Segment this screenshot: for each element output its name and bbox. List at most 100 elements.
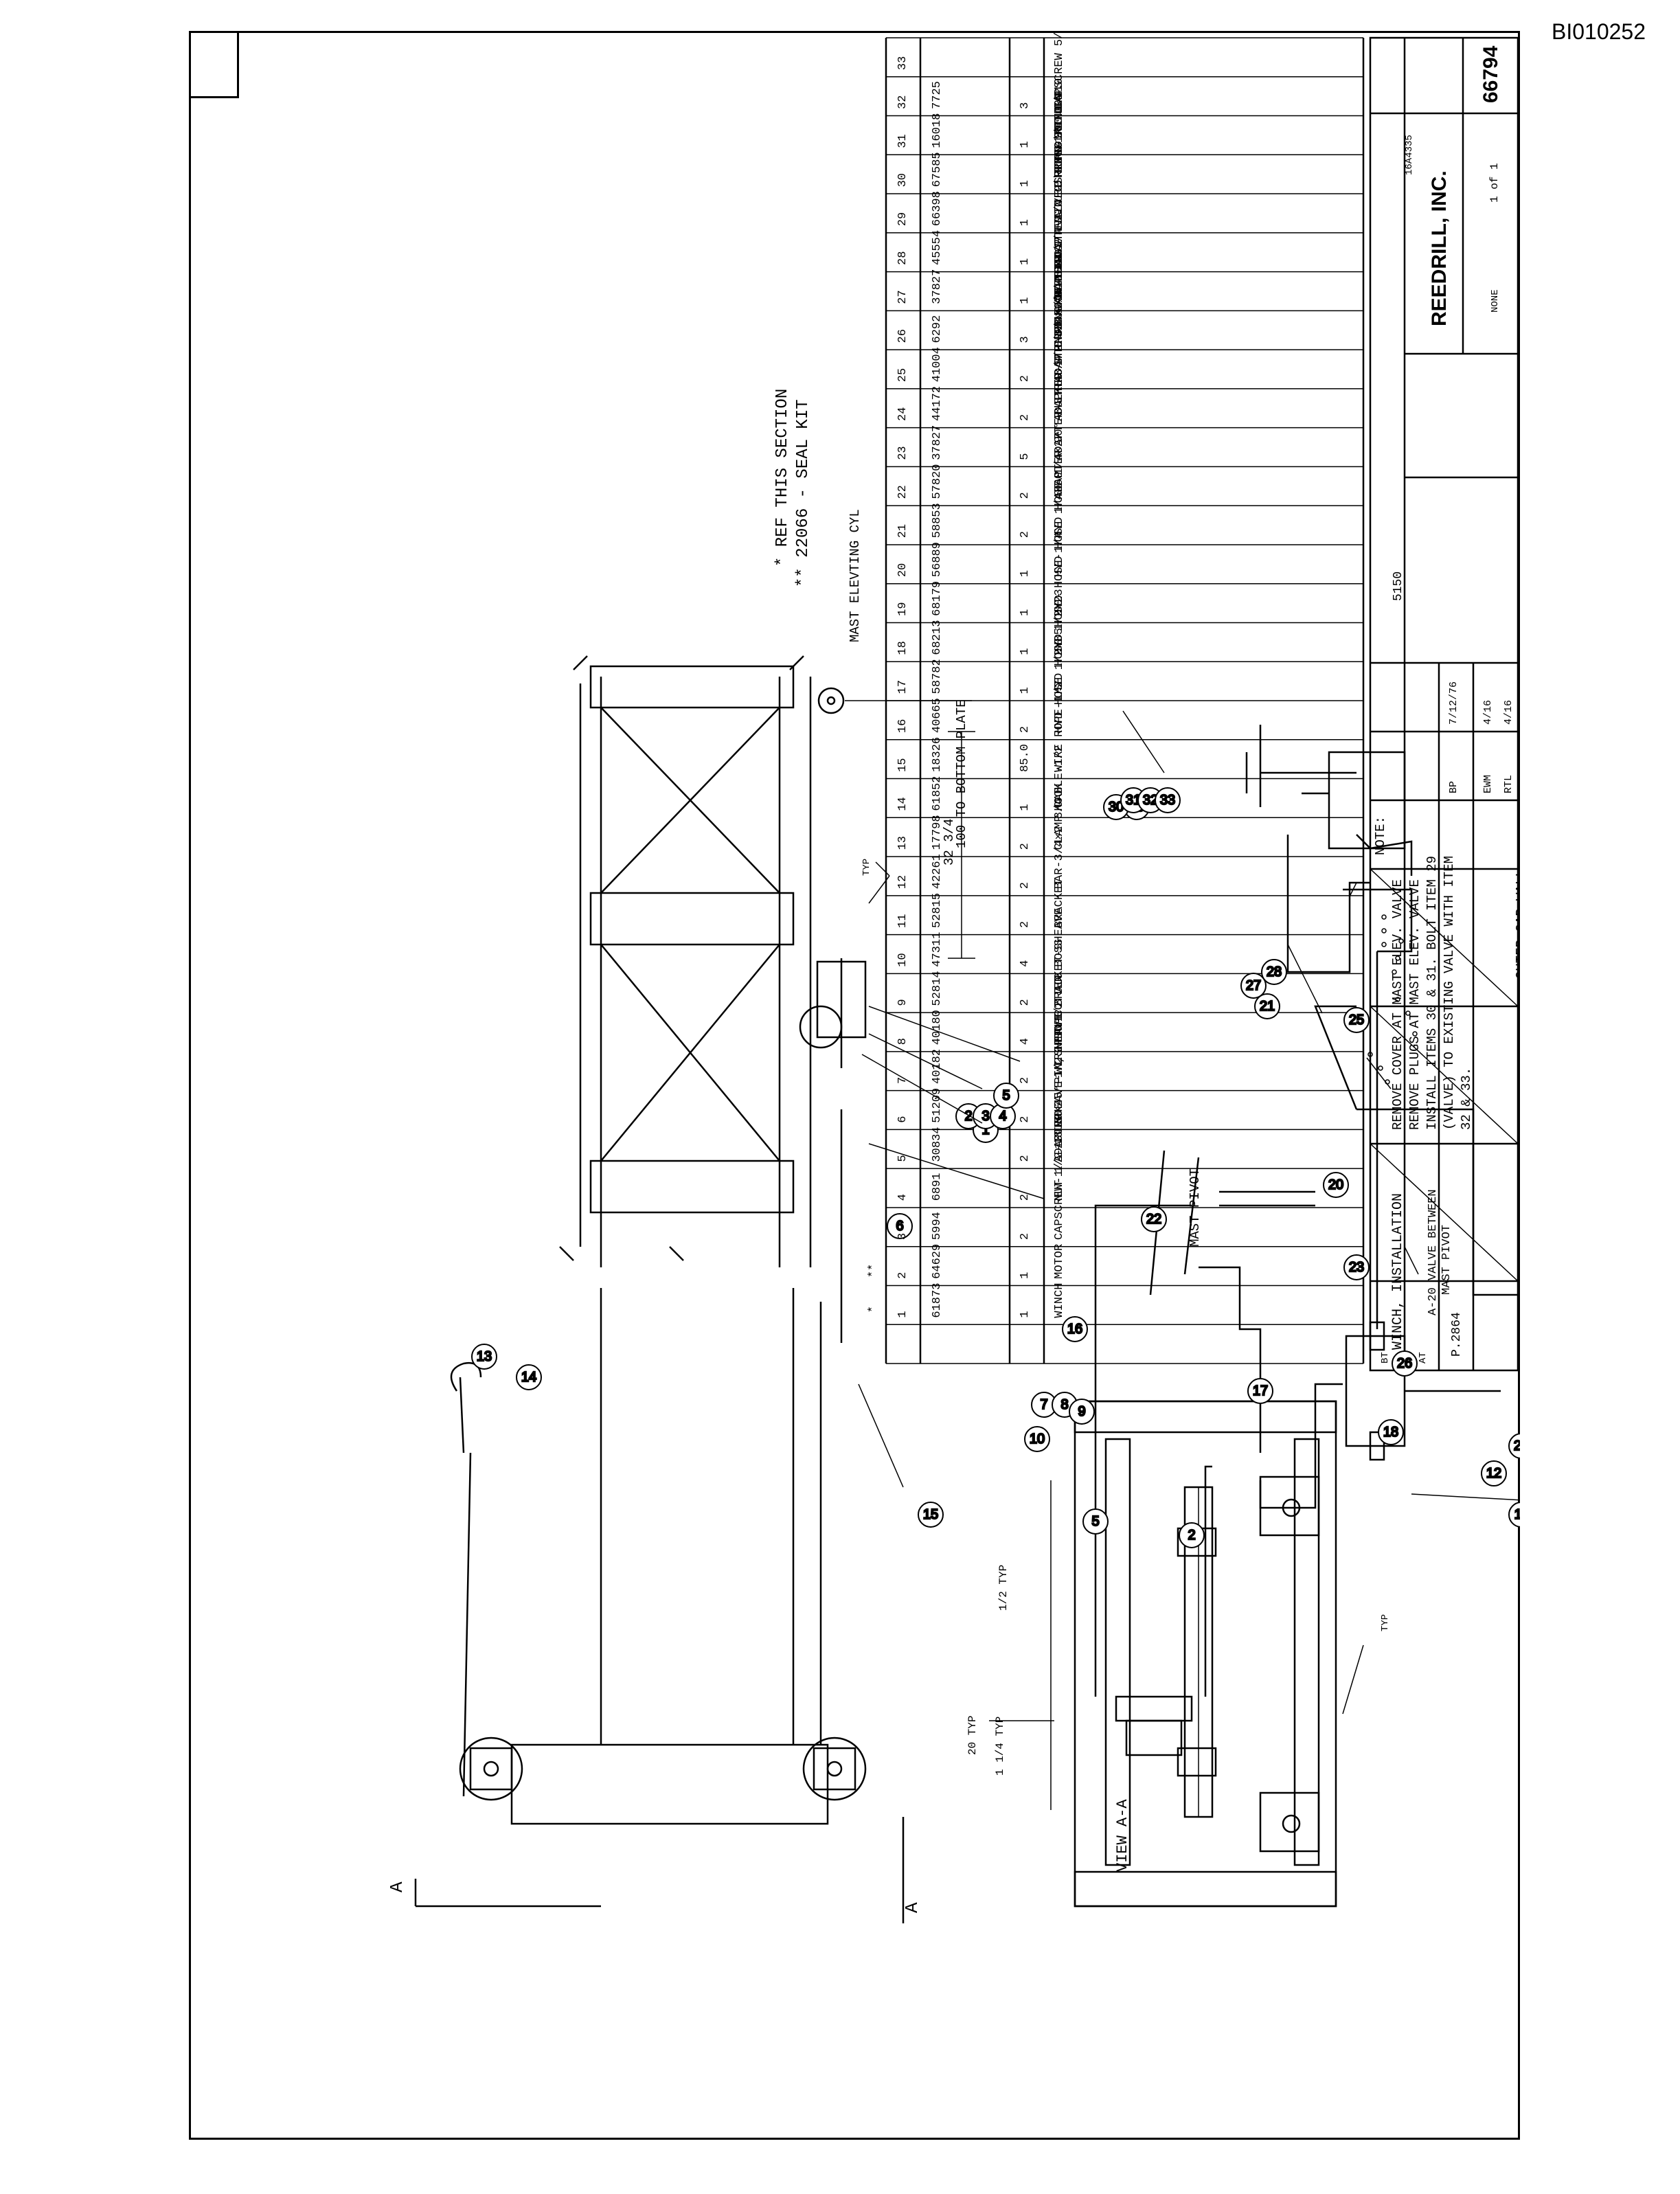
callout-number: 14 bbox=[521, 1370, 536, 1385]
callout-number: 25 bbox=[1349, 1013, 1364, 1028]
callout-number: 33 bbox=[1160, 793, 1175, 808]
note-line-5: 32 & 33. bbox=[1459, 1067, 1474, 1130]
view-aa-label: VIEW A-A bbox=[1114, 1799, 1131, 1872]
callout-number: 2 bbox=[964, 1109, 972, 1124]
bom-description: VALVE-SPRING RETURN bbox=[1053, 93, 1066, 226]
bom-description: ADAPTER-STR-3/4 O'RING×1/2 JIC bbox=[1053, 211, 1066, 421]
bom-item-number: 33 bbox=[896, 56, 909, 70]
bom-description: CAPSCREW 5/16-18UNC×3 bbox=[1053, 31, 1066, 109]
dim-20-label: 20 TYP bbox=[966, 1715, 979, 1755]
bom-description: NUT-5/16-18UNC bbox=[1053, 245, 1066, 343]
callout-11: 11 bbox=[1508, 1502, 1520, 1528]
callout-number: 17 bbox=[1253, 1383, 1268, 1399]
bom-item-number: 8 bbox=[896, 1038, 909, 1045]
callout-6: 6 bbox=[887, 1213, 913, 1239]
bom-quantity: 2 bbox=[1019, 375, 1032, 382]
bom-description: WIRE ROPE-1/2 bbox=[1053, 681, 1066, 772]
bom-item-number: 11 bbox=[896, 914, 909, 928]
bom-description: CLAMP CABLE-1/2 bbox=[1053, 745, 1066, 850]
callout-number: 13 bbox=[477, 1349, 492, 1364]
at-label: AT bbox=[1418, 1352, 1429, 1364]
callout-number: 20 bbox=[1328, 1177, 1343, 1192]
bom-item-number: 6 bbox=[896, 1116, 909, 1123]
bom-description: ADAPTER 90°-BULKHD 1/2 JIC×1/4 JIC bbox=[1053, 261, 1066, 499]
bom-star-mark-single: * bbox=[867, 1306, 880, 1313]
callout-number: 3 bbox=[981, 1109, 989, 1124]
bom-description: HOOK bbox=[1053, 782, 1066, 811]
callout-number: 12 bbox=[1486, 1466, 1501, 1481]
bom-part-number: 56889 bbox=[931, 542, 944, 577]
callout-number: 27 bbox=[1246, 978, 1261, 993]
ref-line-2: ** 22066 - SEAL KIT bbox=[794, 399, 813, 587]
callout-18: 18 bbox=[1378, 1419, 1404, 1445]
bom-description: PIN-COTTER bbox=[1053, 975, 1066, 1045]
drawing-canvas: 1234567891011121314151617181920212223242… bbox=[387, 31, 1520, 1923]
bom-quantity: 2 bbox=[1019, 531, 1032, 538]
bom-item-number: 19 bbox=[896, 602, 909, 615]
bom-part-number: 67585 bbox=[931, 152, 944, 187]
callout-25: 25 bbox=[1343, 1007, 1370, 1033]
bom-part-number: 64629 bbox=[931, 1244, 944, 1279]
rev-date-3: 4/16 bbox=[1503, 700, 1514, 725]
bom-description: MOTOR bbox=[1053, 1244, 1066, 1279]
bom-description: NUT 1/2-13UNC bbox=[1053, 1110, 1066, 1201]
bom-part-number: 18326 bbox=[931, 737, 944, 772]
bom-item-number: 12 bbox=[896, 875, 909, 889]
rev-date-2: 4/16 bbox=[1482, 700, 1494, 725]
bom-description: HYD HOSE 1/2×23 bbox=[1053, 589, 1066, 694]
dim-quarter-label: 1 1/4 TYP bbox=[994, 1717, 1006, 1776]
bom-description: WINCH bbox=[1053, 1283, 1066, 1318]
bom-description: HYD HOSE- bbox=[1053, 592, 1066, 655]
bom-part-number: 37827 bbox=[931, 269, 944, 304]
bom-part-number: 40180 bbox=[931, 1010, 944, 1045]
assembly-title: WINCH, INSTALLATION bbox=[1390, 1193, 1406, 1350]
bom-item-number: 15 bbox=[896, 758, 909, 771]
ref-number: 16A4335 bbox=[1404, 135, 1415, 175]
bom-description: CAPSCREW-1/2-13UNC×2 bbox=[1053, 1100, 1066, 1240]
company-name: REEDRILL, INC. bbox=[1428, 170, 1451, 326]
bom-quantity: 1 bbox=[1019, 804, 1032, 811]
bom-part-number: 58782 bbox=[931, 659, 944, 694]
note-line-1: REMOVE COVER AT MAST ELEV. VALVE bbox=[1390, 879, 1405, 1130]
bom-part-number: 44172 bbox=[931, 386, 944, 421]
callout-number: 10 bbox=[1030, 1432, 1045, 1447]
callout-33: 33 bbox=[1155, 787, 1181, 813]
bom-part-number: 30834 bbox=[931, 1127, 944, 1162]
bom-quantity: 2 bbox=[1019, 414, 1032, 421]
bom-part-number: 52815 bbox=[931, 893, 944, 928]
mast-elevating-cyl-label: MAST ELEVTING CYL bbox=[848, 509, 863, 642]
bom-description: HYD HOSE 1/4×27 bbox=[1053, 433, 1066, 538]
bom-star-mark-double: ** bbox=[867, 1264, 880, 1278]
bom-item-number: 27 bbox=[896, 290, 909, 304]
callout-21: 21 bbox=[1254, 993, 1280, 1019]
bom-item-number: 22 bbox=[896, 485, 909, 499]
bom-item-number: 14 bbox=[896, 797, 909, 811]
bom-part-number: 40182 bbox=[931, 1049, 944, 1084]
bom-description: HYD HOSE 1/4×80 bbox=[1053, 472, 1066, 577]
mast-frame-view bbox=[559, 655, 975, 1343]
rev-initial-2: EWM bbox=[1482, 775, 1494, 793]
drawing-border bbox=[189, 31, 1520, 2140]
bom-part-number: 5994 bbox=[931, 1212, 944, 1240]
mast-pivot-label-2: MAST PIVOT bbox=[1440, 1225, 1453, 1295]
corner-box bbox=[189, 31, 239, 98]
bom-part-number: 40665 bbox=[931, 698, 944, 733]
bom-quantity: 1 bbox=[1019, 141, 1032, 148]
bom-item-number: 26 bbox=[896, 329, 909, 343]
bom-quantity: 5 bbox=[1019, 453, 1032, 460]
typ-label-1: TYP bbox=[861, 859, 872, 876]
bom-part-number: 61852 bbox=[931, 776, 944, 811]
